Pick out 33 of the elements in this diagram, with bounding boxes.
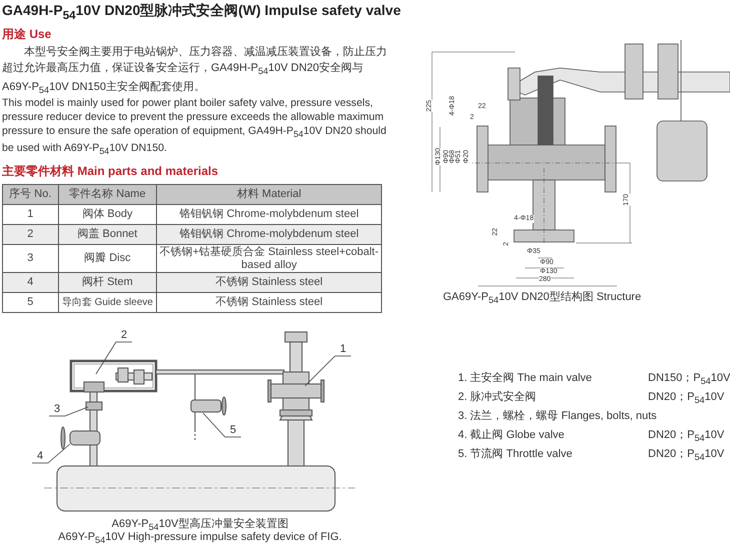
callout-number: 3: [54, 404, 60, 415]
drawing-caption: A69Y-P$_{54}$10V High-pressure impulse safety device of FIG.: [58, 531, 342, 546]
leader-line: [48, 406, 88, 416]
parts-list-item: 3. 法兰，螺栓，螺母 Flanges, bolts, nuts: [458, 410, 657, 423]
leader-line: [32, 444, 70, 464]
table-cell: 导向套 Guide sleeve: [58, 292, 157, 312]
callout-number: 4: [37, 451, 44, 462]
drawing-caption: A69Y-P$_{54}$10V型高压冲量安全装置图: [112, 518, 288, 532]
specification-text: DN20；P$_{54}$10V: [648, 391, 724, 406]
parts-list-item: 1. 主安全阀 The main valve: [458, 372, 592, 385]
drawing-caption: GA69Y-P$_{54}$10V DN20型结构图 Structure: [443, 291, 642, 306]
description-paragraph: This model is mainly used for power plant boiler safety valve, pressure vessels, pressure reducer device to prevent the pressure exceeds the allowable maximum pressure to ensure the safe operation of equipment, GA49H-P$_{54}$10V DN20 should be used with A69Y-P$_{54}$10V DN150.: [2, 96, 388, 158]
table-cell: 5: [2, 292, 58, 312]
table-cell: 不锈钢 Stainless steel: [156, 292, 382, 312]
page-title: GA49H-P$_{54}$10V DN20型脉冲式安全阀(W) Impulse safety valve: [2, 2, 401, 22]
callout-number: 5: [230, 425, 236, 436]
leader-line: [304, 356, 352, 386]
specification-text: DN20；P$_{54}$10V: [648, 429, 724, 444]
specification-text: DN150；P$_{54}$10V: [648, 372, 730, 387]
callout-number: 2: [121, 330, 128, 341]
table-header-cell: 序号 No.: [2, 184, 58, 204]
description-paragraph: 本型号安全阀主要用于电站锅炉、压力容器、减温减压装置设备，防止压力超过允许最高压力值，保证设备安全运行，GA49H-P$_{54}$10V DN20安全阀与A69Y-P$_{54}$10V DN150主安全阀配套使用。: [2, 44, 388, 98]
specification-text: DN20；P$_{54}$10V: [648, 448, 724, 463]
parts-list-item: 5. 节流阀 Throttle valve: [458, 448, 572, 461]
parts-list-item: 2. 脉冲式安全阀: [458, 391, 536, 404]
section-heading: 用途 Use: [2, 28, 52, 42]
leader-line: [96, 342, 132, 374]
leader-line: [202, 412, 242, 438]
table-header-cell: 材料 Material: [156, 184, 382, 204]
parts-list-item: 4. 截止阀 Globe valve: [458, 429, 564, 442]
callout-number: 1: [340, 344, 346, 355]
table-header-cell: 零件名称 Name: [58, 184, 157, 204]
section-heading: 主要零件材料 Main parts and materials: [2, 165, 218, 179]
